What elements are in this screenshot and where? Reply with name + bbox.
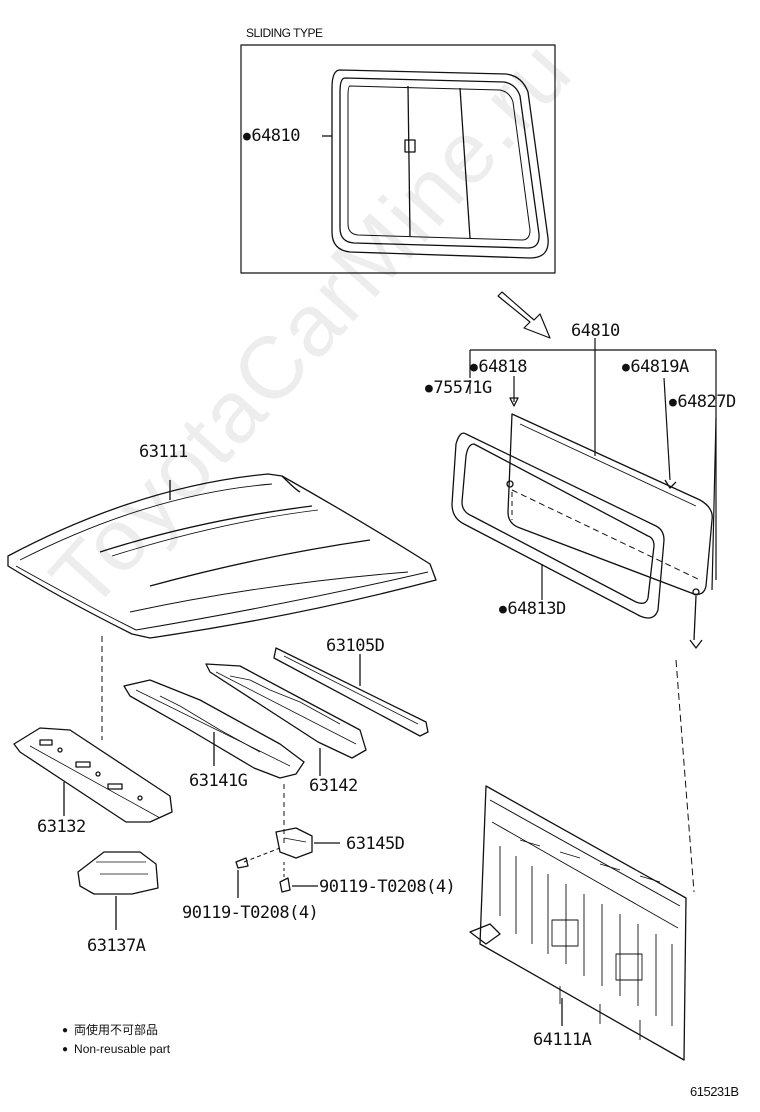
label-63141g: 63141G [189, 771, 248, 791]
non-reusable-dot-icon: ● [62, 1044, 69, 1055]
sliding-window-drawing [322, 69, 549, 259]
label-75571g: 75571G [425, 378, 492, 400]
label-64827d: 64827D [669, 392, 736, 414]
label-90119-t0208-left: 90119-T0208(4) [182, 903, 319, 923]
reinforcement-63142-drawing [205, 663, 367, 776]
roof-bow-63105d-drawing [273, 647, 429, 737]
bracket-63145d-drawing [235, 827, 340, 898]
roof-panel-drawing [7, 473, 437, 740]
bracket-63137a-drawing [77, 851, 159, 930]
rear-window-drawing [451, 397, 713, 649]
direction-arrow [497, 291, 551, 339]
back-panel-64111a-drawing [469, 659, 695, 1061]
non-reusable-dot-icon: ● [62, 1025, 69, 1036]
label-64810: 64810 [571, 321, 620, 341]
label-64111a: 64111A [533, 1030, 592, 1050]
reinforcement-63141g-drawing [123, 679, 305, 846]
figure-id: 615231B [690, 1084, 739, 1099]
legend-japanese: ●両使用不可部品 [62, 1023, 159, 1037]
header-63132-drawing [13, 727, 173, 823]
label-63137a: 63137A [87, 936, 146, 956]
label-63142: 63142 [309, 776, 358, 796]
label-64813d: 64813D [499, 599, 566, 621]
inset-box [240, 44, 556, 274]
label-64810-inset: 64810 [243, 126, 300, 148]
label-90119-t0208-right: 90119-T0208(4) [319, 877, 456, 897]
label-63111: 63111 [139, 442, 188, 462]
label-64818: 64818 [470, 357, 527, 379]
label-64819a: 64819A [622, 357, 689, 379]
inset-title: SLIDING TYPE [246, 26, 323, 40]
label-63105d: 63105D [326, 636, 385, 656]
legend-english: ●Non-reusable part [62, 1042, 171, 1056]
label-63132: 63132 [37, 817, 86, 837]
label-63145d: 63145D [346, 834, 405, 854]
